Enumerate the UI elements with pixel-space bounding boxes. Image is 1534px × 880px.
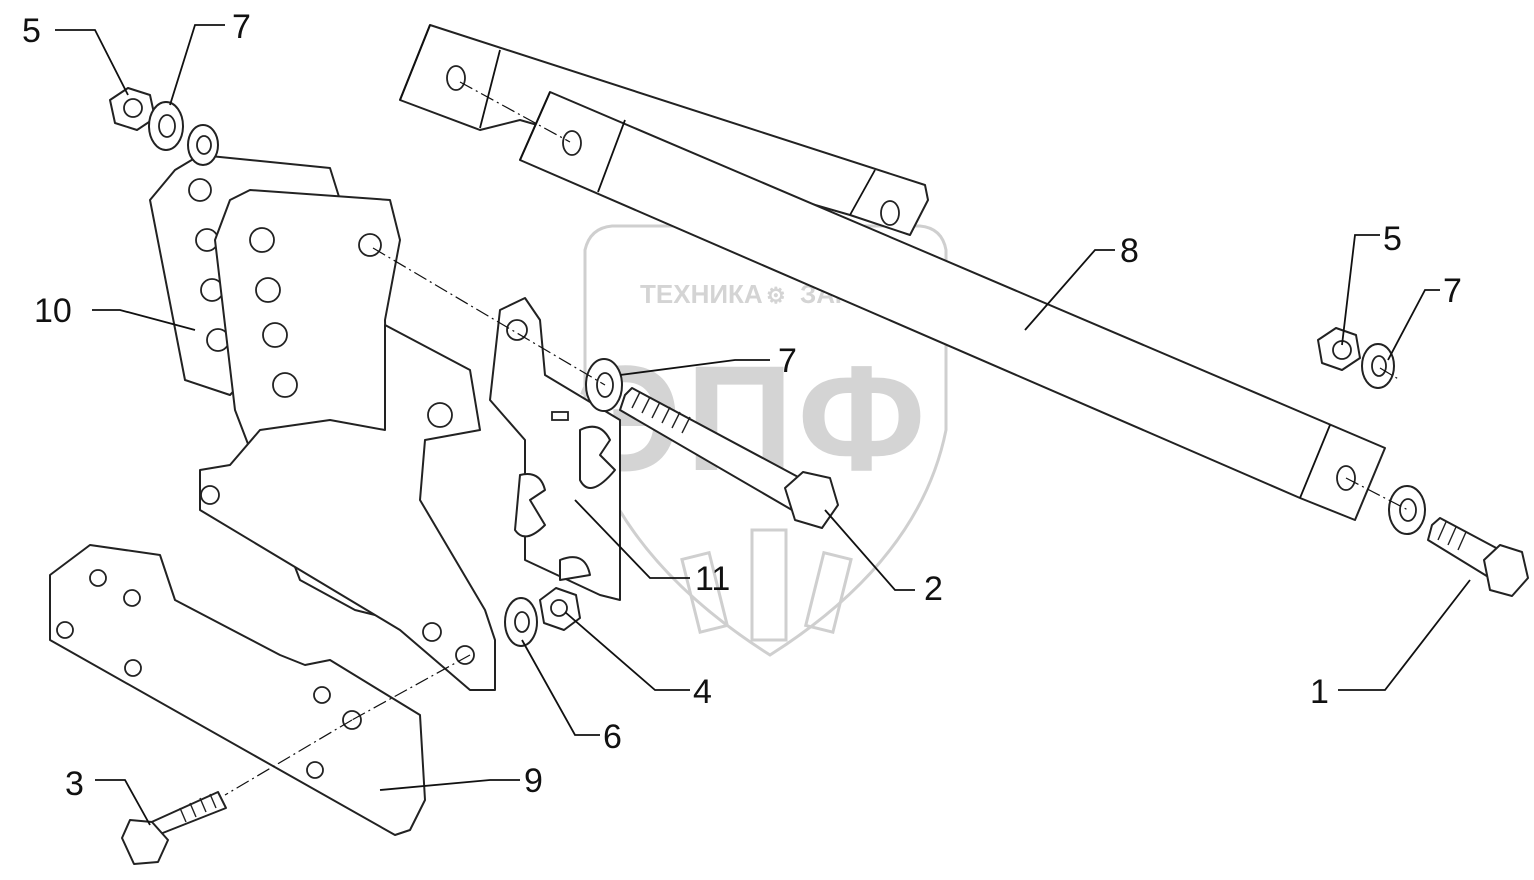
bracket-plates-part-10 xyxy=(149,154,496,691)
washer-right-bottom xyxy=(1388,485,1426,535)
callout-label: 10 xyxy=(34,292,72,330)
nut-top-left xyxy=(109,87,156,131)
assembly-axes xyxy=(224,81,1409,796)
bolt-part-1 xyxy=(1427,517,1529,597)
bolt-part-2 xyxy=(619,387,839,529)
beam-part-8 xyxy=(399,24,1386,521)
bottom-plate-part-9 xyxy=(49,544,426,836)
watermark-wheat-icon xyxy=(680,528,853,642)
washer-right-top xyxy=(1361,343,1395,389)
callout-label: 5 xyxy=(1383,220,1402,258)
callout-label: 11 xyxy=(695,560,730,598)
leader-lines xyxy=(55,24,1471,826)
callout-label: 4 xyxy=(693,673,712,711)
watermark-text-left: ТЕХНИКА xyxy=(640,279,763,309)
clip-bracket-part-11 xyxy=(489,297,621,601)
callout-label: 1 xyxy=(1310,673,1329,711)
beam-hole xyxy=(562,130,582,156)
callout-label: 6 xyxy=(603,718,622,756)
callouts: 5 7 10 7 8 5 7 11 2 4 6 1 3 9 xyxy=(22,8,1462,803)
nut-part-4 xyxy=(539,587,581,631)
callout-label: 8 xyxy=(1120,232,1139,270)
callout-label: 5 xyxy=(22,12,41,50)
callout-label: 3 xyxy=(65,765,84,803)
nut-right xyxy=(1317,327,1361,371)
beam-hole xyxy=(880,200,900,226)
callout-label: 7 xyxy=(778,342,797,380)
callout-label: 2 xyxy=(924,570,943,608)
washer-part-6 xyxy=(504,597,538,647)
callout-label: 7 xyxy=(232,8,251,46)
beam-hole xyxy=(446,65,466,91)
watermark-gear-icon: ⚙ xyxy=(766,283,786,308)
callout-label: 9 xyxy=(524,762,543,800)
washer-top-left xyxy=(148,101,219,166)
bolt-part-3 xyxy=(121,791,227,865)
callout-label: 7 xyxy=(1443,272,1462,310)
